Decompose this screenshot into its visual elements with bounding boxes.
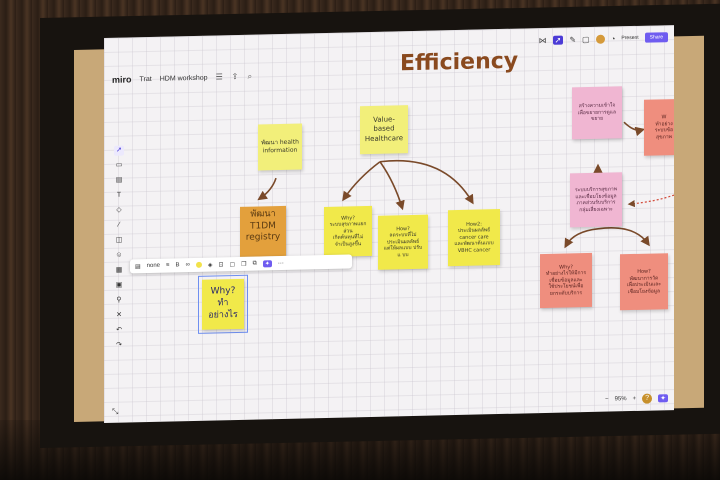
sticky-text: W ทำอย่าง ระบบข้อ สุขภาพ: [654, 114, 674, 140]
miro-board[interactable]: miro Trat HDM workshop ☰ ⇪ ⌕ ⋈ ➚ ✎ ▢ ◔ P…: [104, 25, 674, 424]
sticky-text: Why? ระบบสุขภาพแยก ส่วน เกิดต้นทุนที่ไม่…: [329, 215, 367, 248]
sticky-text: Why? ทำอย่างไรให้มีการ เชื่อมข้อมูลและ ใ…: [545, 264, 587, 297]
text-align-icon[interactable]: ≡: [166, 262, 170, 269]
bold-icon[interactable]: B: [175, 262, 180, 269]
help-button[interactable]: ?: [642, 393, 653, 404]
sticky-pink-right-edge[interactable]: W ทำอย่าง ระบบข้อ สุขภาพ: [644, 98, 674, 156]
sticky-salmon-how[interactable]: How? พัฒนาการวัด เพื่อประเมินและ เชื่อมโ…: [620, 253, 668, 311]
arrow-pink-top-to-right: [623, 121, 646, 137]
sticky-why-selected[interactable]: Why? ทำอย่างไร: [202, 278, 244, 330]
sticky-text: สร้างความเข้าใจ เพื่อขยายการดูแล ขยาย: [577, 102, 617, 123]
sticky-text: พัฒนา health information: [261, 138, 299, 155]
sticky-pink-mid[interactable]: ระบบบริการสุขภาพ และเชื่อมโยงข้อมูล ภาคส…: [570, 172, 622, 228]
arrow-value-to-how: [379, 161, 405, 211]
sticky-value-based-healthcare[interactable]: Value- based Healthcare: [360, 105, 408, 155]
sticky-how-1[interactable]: How? ลดระบบที่ไม่ ประเมินผลลัพธ์ แต่ให้ผ…: [378, 214, 428, 270]
sticky-why-1[interactable]: Why? ระบบสุขภาพแยก ส่วน เกิดต้นทุนที่ไม่…: [324, 205, 372, 258]
duplicate-icon[interactable]: ❐: [241, 261, 247, 268]
sticky-text: How2: ประเมินผลลัพธ์ cancer care และพัฒน…: [454, 221, 494, 254]
arrow-health-info-to-t1dm: [257, 177, 277, 201]
arrow-pink-mid-to-salmon-why: [564, 227, 599, 249]
lock-icon[interactable]: ⊡: [218, 261, 224, 268]
sticky-how-2[interactable]: How2: ประเมินผลลัพธ์ cancer care และพัฒน…: [448, 209, 500, 267]
sticky-text: Why? ทำอย่างไร: [208, 286, 238, 321]
sticky-type-icon[interactable]: ▤: [135, 263, 141, 270]
sticky-health-information[interactable]: พัฒนา health information: [258, 123, 302, 171]
color-picker-icon[interactable]: [195, 261, 202, 268]
board-overview-icon[interactable]: ⤡: [112, 406, 119, 416]
link-icon[interactable]: ∞: [185, 262, 190, 269]
sticky-text: How? ลดระบบที่ไม่ ประเมินผลลัพธ์ แต่ให้ผ…: [383, 225, 423, 259]
sticky-salmon-why[interactable]: Why? ทำอย่างไรให้มีการ เชื่อมข้อมูลและ ใ…: [540, 252, 592, 309]
copy-icon[interactable]: ⧉: [252, 260, 257, 267]
sticky-text: ระบบบริการสุขภาพ และเชื่อมโยงข้อมูล ภาคส…: [575, 186, 617, 213]
sticky-t1dm-registry[interactable]: พัฒนา T1DM registry: [240, 205, 286, 257]
arrow-dotted-into-pink-mid: [627, 194, 674, 208]
more-options-icon[interactable]: ⋯: [277, 260, 284, 267]
arrow-value-to-how2: [379, 160, 474, 205]
zoom-out-button[interactable]: −: [605, 396, 609, 403]
tag-icon[interactable]: ◈: [207, 262, 213, 269]
sticky-text: How? พัฒนาการวัด เพื่อประเมินและ เชื่อมโ…: [627, 268, 661, 295]
panel-toggle-icon[interactable]: ✦: [658, 394, 668, 403]
font-size-select[interactable]: none: [146, 262, 161, 270]
zoom-controls: − 95% + ? ✦: [605, 392, 668, 405]
zoom-level[interactable]: 95%: [614, 396, 627, 403]
ai-assist-icon[interactable]: ✦: [262, 259, 272, 267]
sticky-pink-top[interactable]: สร้างความเข้าใจ เพื่อขยายการดูแล ขยาย: [572, 86, 622, 140]
zoom-in-button[interactable]: +: [632, 395, 637, 403]
arrow-value-to-why: [342, 161, 381, 202]
comment-icon[interactable]: ▢: [229, 261, 236, 268]
sticky-text: พัฒนา T1DM registry: [245, 209, 281, 244]
arrow-pink-mid-to-salmon-how: [597, 227, 650, 247]
sticky-text: Value- based Healthcare: [364, 115, 404, 143]
